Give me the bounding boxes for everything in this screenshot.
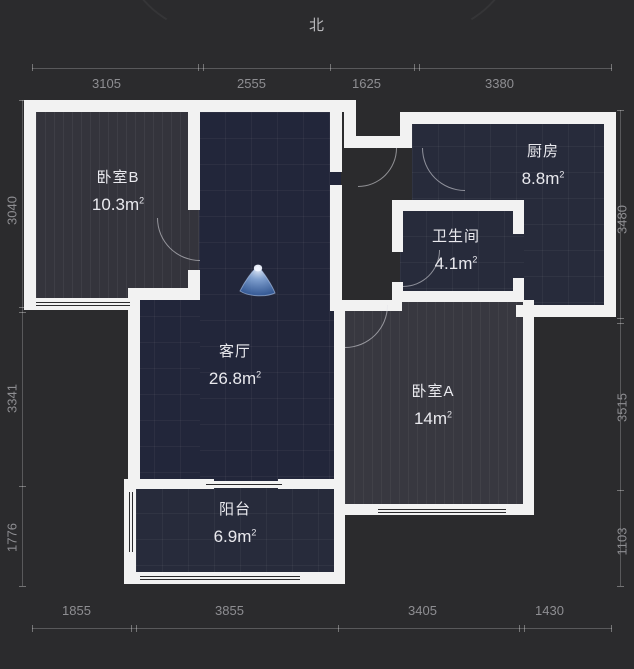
dimension-top-2: 1625 bbox=[352, 76, 381, 91]
wall-exterior-right-kitchen bbox=[604, 112, 616, 317]
top-ruler-tick bbox=[203, 64, 204, 71]
wall-balcony-top-left bbox=[124, 479, 214, 489]
wall-bedroom-a-left bbox=[334, 300, 345, 490]
room-fill-living-ext[interactable] bbox=[128, 290, 200, 487]
wall-bedroom-a-right bbox=[523, 300, 534, 515]
top-ruler-tick bbox=[330, 64, 331, 71]
right-ruler-tick bbox=[617, 490, 624, 491]
wall-bathroom-bottom bbox=[392, 291, 524, 302]
top-ruler-tick bbox=[414, 64, 415, 71]
bottom-ruler-tick bbox=[136, 625, 137, 632]
room-fill-bedroom-b[interactable] bbox=[36, 112, 199, 309]
window-balcony-to-living bbox=[206, 481, 282, 488]
wall-top-step-horizontal bbox=[344, 136, 402, 148]
top-ruler bbox=[32, 68, 612, 69]
left-ruler-tick bbox=[19, 307, 26, 308]
wall-living-right-mid bbox=[330, 185, 342, 300]
left-ruler-tick bbox=[19, 486, 26, 487]
dimension-bottom-1: 3855 bbox=[215, 603, 244, 618]
north-label: 北 bbox=[308, 17, 325, 34]
wall-bathroom-right bbox=[513, 200, 524, 234]
right-ruler-tick bbox=[617, 586, 624, 587]
window-bedroom-b bbox=[36, 299, 130, 308]
left-ruler-tick bbox=[19, 100, 26, 101]
dimension-top-3: 3380 bbox=[485, 76, 514, 91]
wall-balcony-top-right bbox=[278, 479, 344, 489]
room-fill-bedroom-a[interactable] bbox=[345, 300, 523, 515]
top-ruler-tick bbox=[198, 64, 199, 71]
wall-exterior-top-left bbox=[24, 100, 344, 112]
dimension-top-0: 3105 bbox=[92, 76, 121, 91]
bottom-ruler-tick bbox=[519, 625, 520, 632]
left-ruler bbox=[22, 100, 23, 586]
door-entry[interactable] bbox=[358, 148, 397, 187]
view-cone-icon[interactable] bbox=[237, 263, 279, 299]
right-ruler-tick bbox=[617, 110, 624, 111]
left-ruler-tick bbox=[19, 586, 26, 587]
wall-bathroom-top bbox=[392, 200, 524, 211]
wall-living-left-lower bbox=[128, 288, 140, 488]
bottom-ruler-tick bbox=[611, 625, 612, 632]
window-bedroom-a bbox=[378, 506, 506, 515]
top-ruler-tick bbox=[611, 64, 612, 71]
right-ruler bbox=[620, 110, 621, 586]
wall-bedroom-b-right bbox=[188, 112, 200, 210]
wall-exterior-top-right bbox=[400, 112, 616, 124]
wall-living-right-upper bbox=[330, 112, 342, 172]
bottom-ruler-tick bbox=[524, 625, 525, 632]
left-ruler-tick bbox=[19, 312, 26, 313]
wall-balcony-right bbox=[334, 479, 345, 582]
bottom-ruler-tick bbox=[338, 625, 339, 632]
window-balcony-left bbox=[126, 492, 135, 552]
room-fill-living[interactable] bbox=[199, 112, 341, 487]
wall-exterior-left-upper bbox=[24, 100, 36, 310]
window-balcony-bottom bbox=[140, 573, 300, 583]
dimension-bottom-0: 1855 bbox=[62, 603, 91, 618]
bottom-ruler-tick bbox=[32, 625, 33, 632]
dimension-top-1: 2555 bbox=[237, 76, 266, 91]
bottom-ruler-tick bbox=[131, 625, 132, 632]
wall-living-step-horizontal bbox=[128, 288, 200, 300]
wall-bathroom-left bbox=[392, 200, 403, 252]
bottom-ruler bbox=[32, 628, 612, 629]
right-ruler-tick bbox=[617, 318, 624, 319]
room-fill-balcony[interactable] bbox=[136, 487, 341, 582]
right-ruler-tick bbox=[617, 323, 624, 324]
dimension-bottom-2: 3405 bbox=[408, 603, 437, 618]
top-ruler-tick bbox=[32, 64, 33, 71]
wall-bathroom-right-lower bbox=[513, 278, 524, 302]
dimension-bottom-3: 1430 bbox=[535, 603, 564, 618]
wall-kitchen-bottom bbox=[516, 305, 616, 317]
top-ruler-tick bbox=[419, 64, 420, 71]
